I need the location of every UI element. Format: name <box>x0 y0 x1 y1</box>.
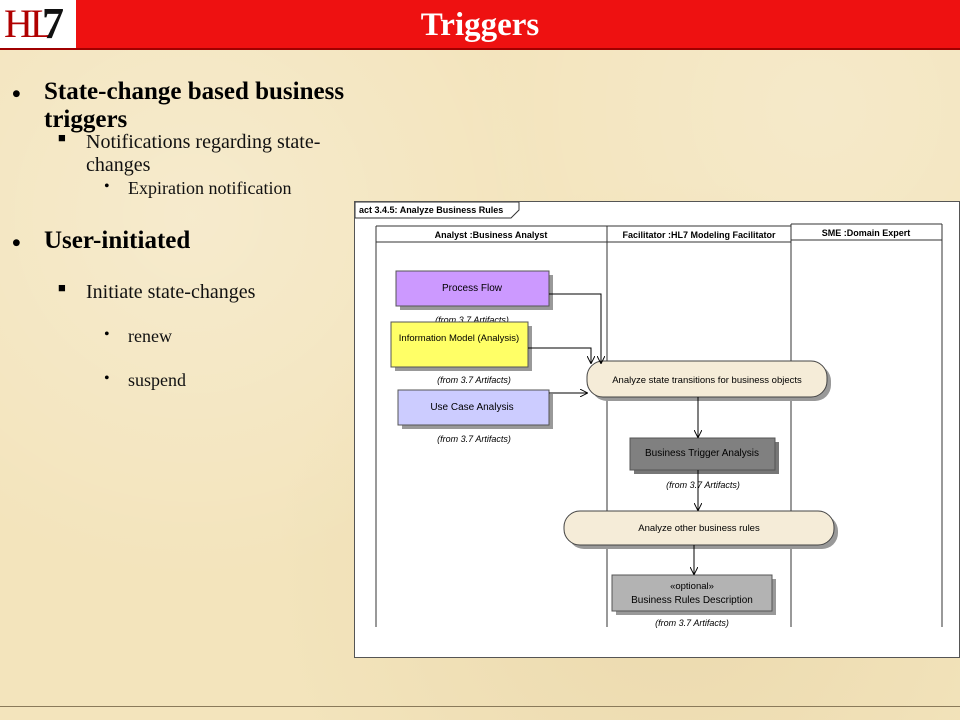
bullet-dot: • <box>104 178 110 195</box>
output-source: (from 3.7 Artifacts) <box>666 480 740 490</box>
output-source: (from 3.7 Artifacts) <box>655 618 729 628</box>
flow-arrow <box>528 347 591 363</box>
activity-diagram-svg: act 3.4.5: Analyze Business Rules Analys… <box>355 202 943 628</box>
output-business-rules-description <box>611 574 773 612</box>
activity-analyze-other-business-rules <box>563 510 835 546</box>
logo-seven-text: 7 <box>42 0 64 48</box>
activity-analyze-state-transitions <box>586 360 828 398</box>
bullet-level1: State-change based business triggers <box>44 78 345 133</box>
bullet-level3: renew <box>128 326 172 346</box>
bullet-level2: Initiate state-changes <box>86 281 256 303</box>
footer-divider <box>0 706 960 707</box>
artifact-label: Information Model (Analysis) <box>399 333 519 344</box>
output-stereotype: «optional» <box>670 581 714 592</box>
lane-header-facilitator: Facilitator :HL7 Modeling Facilitator <box>622 230 776 240</box>
output-label: Business Trigger Analysis <box>645 448 759 459</box>
artifact-use-case-analysis <box>397 389 550 426</box>
bullet-dot: • <box>12 230 21 257</box>
artifact-label: Use Case Analysis <box>430 402 513 413</box>
flow-arrow <box>549 293 601 363</box>
bullet-level3: Expiration notification <box>128 178 292 198</box>
artifact-process-flow <box>395 270 550 307</box>
activity-diagram: act 3.4.5: Analyze Business Rules Analys… <box>354 201 960 658</box>
artifact-information-model <box>390 321 529 368</box>
bullet-dot: • <box>104 370 110 387</box>
activity-label: Analyze other business rules <box>638 523 760 534</box>
frame-tab <box>355 202 520 219</box>
lane-header-sme: SME :Domain Expert <box>822 228 911 238</box>
artifact-label: Process Flow <box>442 283 503 294</box>
hl7-logo: HL 7 <box>0 0 76 48</box>
artifact-source: (from 3.7 Artifacts) <box>435 315 509 325</box>
output-label: Business Rules Description <box>631 595 753 606</box>
output-business-trigger-analysis <box>629 437 776 471</box>
bullet-square: ■ <box>58 280 66 295</box>
title-bar <box>0 0 960 50</box>
logo-hl-text: HL <box>4 1 54 46</box>
artifact-source: (from 3.7 Artifacts) <box>437 434 511 444</box>
bullet-level3: suspend <box>128 370 186 390</box>
bullet-list: • State-change based business triggers ■… <box>0 0 360 720</box>
bullet-level2: Notifications regarding state-changes <box>86 131 321 176</box>
bullet-square: ■ <box>58 130 66 145</box>
artifact-source: (from 3.7 Artifacts) <box>437 375 511 385</box>
bullet-dot: • <box>104 326 110 343</box>
slide-title: Triggers <box>420 7 540 43</box>
activity-label: Analyze state transitions for business o… <box>612 375 802 386</box>
lane-header-analyst: Analyst :Business Analyst <box>435 230 548 240</box>
frame-label: act 3.4.5: Analyze Business Rules <box>359 205 503 215</box>
bullet-level1: User-initiated <box>44 227 191 254</box>
bullet-dot: • <box>12 81 21 108</box>
